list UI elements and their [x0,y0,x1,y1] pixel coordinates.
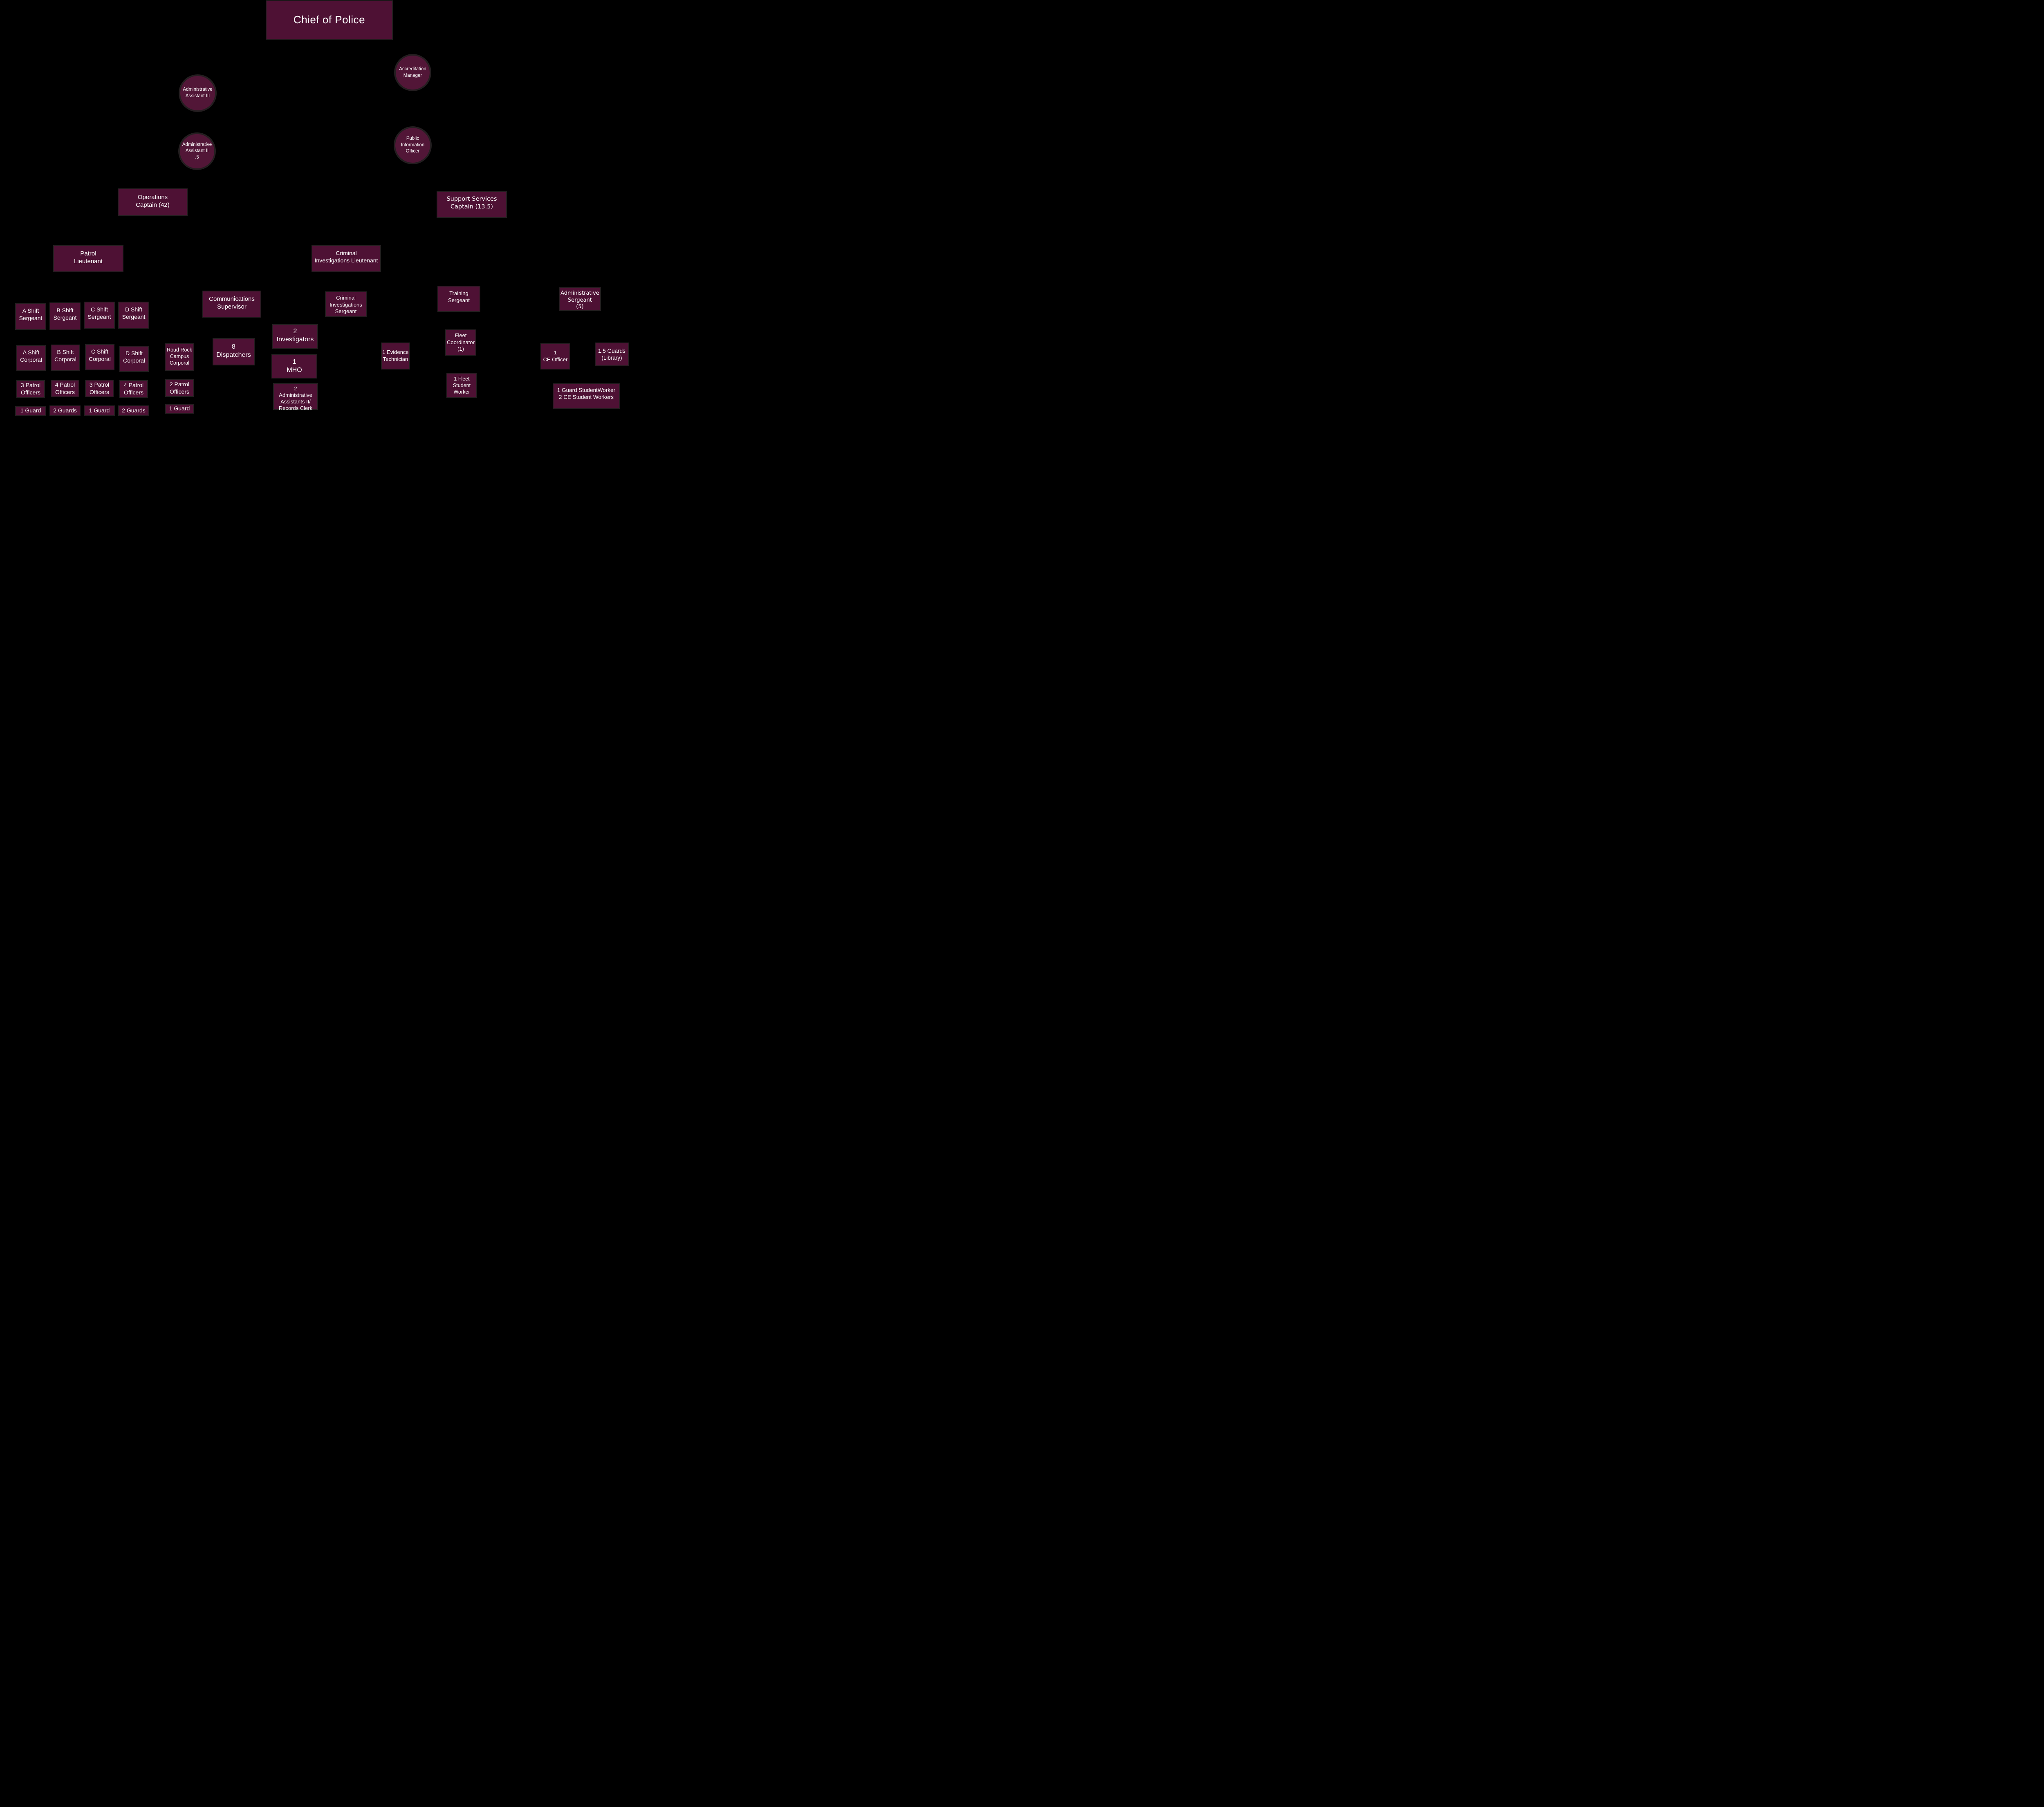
org-node-mho: 1 MHO [271,354,317,378]
org-node-chief-of-police: Chief of Police [266,0,393,40]
org-node-d-shift-guards: 2 Guards [118,405,149,416]
org-node-fleet-student-worker: 1 Fleet Student Worker [446,373,477,398]
org-chart: Chief of Police Administrative Assistant… [0,0,632,416]
org-node-dispatchers: 8 Dispatchers [213,338,255,365]
org-node-support-services-captain: Support Services Captain (13.5) [437,191,507,218]
org-node-administrative-assistant-iii: Administrative Assistant III [179,74,217,112]
org-node-c-shift-patrol-officers: 3 Patrol Officers [85,380,114,397]
org-node-d-shift-patrol-officers: 4 Patrol Officers [119,380,148,398]
org-node-public-information-officer: Public Information Officer [394,126,432,164]
org-node-a-shift-patrol-officers: 3 Patrol Officers [16,380,45,398]
org-node-criminal-investigations-sergeant: Criminal Investigations Sergeant [325,291,367,317]
org-node-b-shift-corporal: B Shift Corporal [51,345,80,371]
org-node-a-shift-sergeant: A Shift Sergeant [15,303,46,330]
org-node-investigators: 2 Investigators [272,324,318,349]
org-node-training-sergeant: Training Sergeant [437,286,480,312]
org-node-b-shift-guards: 2 Guards [49,405,81,416]
org-node-patrol-lieutenant: Patrol Lieutenant [53,245,123,272]
org-node-roud-rock-campus-corporal: Roud Rock Campus Corporal [165,343,194,371]
org-node-communications-supervisor: Communications Supervisor [202,291,261,318]
org-node-operations-captain: Operations Captain (42) [118,188,188,216]
org-node-administrative-assistants-records-clerk: 2 Administrative Assistants II/ Records … [273,383,318,411]
org-node-c-shift-corporal: C Shift Corporal [85,344,114,370]
org-node-a-shift-corporal: A Shift Corporal [16,345,46,371]
org-node-administrative-assistant-ii: Administrative Assistant II .5 [178,132,216,170]
org-node-criminal-investigations-lieutenant: Criminal Investigations Lieutenant [312,245,381,272]
org-node-guard-and-ce-student-workers: 1 Guard StudentWorker 2 CE Student Worke… [553,383,620,409]
org-node-ce-officer: 1 CE Officer [540,343,570,369]
org-node-accreditation-manager: Accreditation Manager [394,54,431,91]
org-node-roud-rock-guard: 1 Guard [165,404,194,414]
org-node-c-shift-sergeant: C Shift Sergeant [84,302,115,329]
org-node-roud-rock-patrol-officers: 2 Patrol Officers [165,379,194,397]
org-node-c-shift-guard: 1 Guard [84,405,115,416]
org-node-a-shift-guard: 1 Guard [15,406,46,416]
org-node-fleet-coordinator: Fleet Coordinator (1) [445,329,476,356]
org-node-d-shift-corporal: D Shift Corporal [119,346,149,372]
org-node-library-guards: 1.5 Guards (Library) [595,343,629,366]
org-node-administrative-sergeant: Administrative Sergeant (5) [559,287,601,311]
org-node-b-shift-sergeant: B Shift Sergeant [49,302,81,330]
org-node-evidence-technician: 1 Evidence Technician [381,343,410,369]
org-node-d-shift-sergeant: D Shift Sergeant [118,302,149,329]
org-node-b-shift-patrol-officers: 4 Patrol Officers [51,380,79,397]
